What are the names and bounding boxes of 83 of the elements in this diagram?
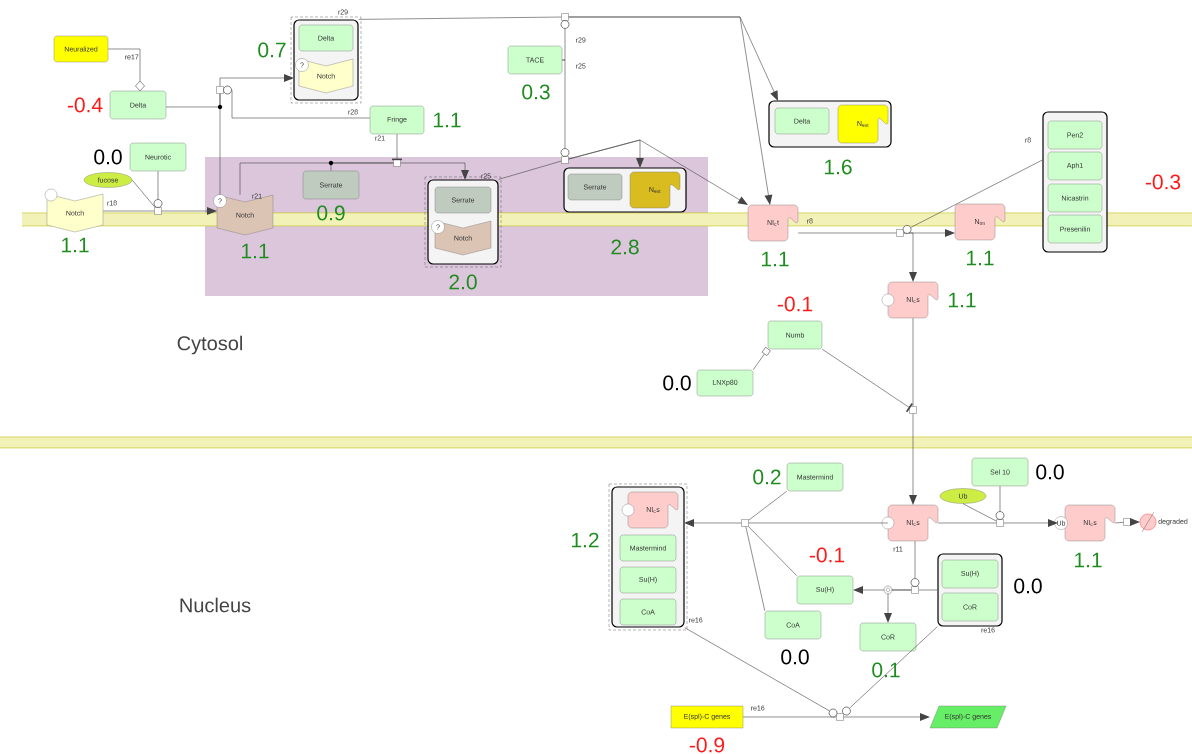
compartment-label: Nucleus (180, 597, 251, 613)
process-square (1123, 518, 1131, 526)
degraded-symbol (1139, 511, 1157, 533)
process-square (741, 519, 749, 527)
value-label: 1.1 (434, 112, 461, 128)
catalysis-line (560, 20, 570, 61)
reaction-line (912, 317, 914, 407)
reaction-line (918, 589, 938, 591)
value-label: 0.0 (781, 649, 809, 665)
reaction-line (937, 522, 997, 524)
reaction-arrow (568, 139, 748, 205)
reaction-arrow (884, 589, 912, 623)
modulation-line (107, 48, 145, 92)
reaction-arrow (1130, 518, 1140, 526)
reaction-line (748, 522, 889, 524)
value-label: 1.1 (967, 250, 994, 266)
value-label: 0.7 (258, 42, 286, 58)
catalysis-line (223, 85, 371, 119)
reaction-arrow (1003, 519, 1058, 527)
reaction-arrow (568, 16, 773, 205)
catalysis-line (995, 485, 1005, 520)
value-label: 1.1 (762, 251, 789, 267)
reaction-line (131, 179, 156, 208)
value-label: 2.0 (449, 274, 477, 290)
compartment-label: Cytosol (177, 335, 242, 355)
modulation-line (752, 346, 771, 371)
reaction-arrow (400, 162, 469, 180)
value-label: 0.3 (522, 84, 550, 100)
reaction-line (742, 716, 837, 718)
value-label: 1.1 (1075, 552, 1102, 568)
process-square (896, 229, 904, 237)
reaction-arrow (843, 713, 930, 721)
reaction-line (797, 232, 897, 234)
value-label: 1.1 (242, 243, 269, 259)
value-label: -0.4 (67, 97, 103, 113)
reaction-line (330, 162, 394, 172)
value-label: 0.9 (317, 205, 345, 221)
process-square (216, 86, 224, 94)
value-label: 0.1 (872, 662, 900, 678)
reaction-line (745, 526, 766, 612)
catalysis-line (560, 59, 570, 157)
inhibition-line (392, 133, 402, 161)
reaction-arrow (219, 74, 294, 87)
catalysis-line (842, 626, 938, 716)
process-square (393, 159, 401, 167)
reaction-arrow (161, 207, 217, 215)
value-label: -0.9 (689, 737, 725, 753)
value-label: -0.1 (809, 547, 845, 563)
reaction-line (498, 160, 562, 180)
reaction-line (1114, 522, 1124, 524)
reaction-line (219, 93, 221, 196)
process-square (561, 156, 569, 164)
value-label: -0.1 (777, 296, 813, 312)
value-label: -0.3 (1145, 174, 1181, 190)
reaction-line (358, 16, 562, 20)
value-label: 0.0 (1036, 464, 1064, 480)
catalysis-line (684, 627, 838, 718)
reaction-arrow (903, 232, 917, 282)
value-label: 0.2 (753, 469, 781, 485)
catalysis-line (910, 540, 920, 587)
reaction-line (748, 526, 798, 577)
reaction-arrow (909, 413, 917, 505)
value-label: 0.0 (94, 149, 122, 165)
value-label: 0.0 (1014, 578, 1042, 594)
catalysis-line (902, 159, 1043, 234)
value-label: 2.8 (611, 239, 639, 255)
value-label: 1.6 (825, 159, 852, 175)
reaction-arrow (684, 519, 742, 527)
reaction-line (748, 490, 788, 521)
process-square (154, 207, 162, 215)
process-square (836, 713, 844, 721)
value-label: 1.1 (62, 237, 89, 253)
process-square (911, 586, 919, 594)
value-label: 1.2 (572, 532, 599, 548)
value-label: 1.1 (949, 292, 976, 308)
value-label: 0.0 (663, 375, 691, 391)
process-square (909, 406, 917, 414)
process-square (561, 13, 569, 21)
inhibition-line (821, 348, 913, 413)
reaction-line (962, 503, 997, 522)
process-square (996, 519, 1004, 527)
catalysis-line (153, 170, 163, 208)
reaction-line (102, 210, 155, 212)
